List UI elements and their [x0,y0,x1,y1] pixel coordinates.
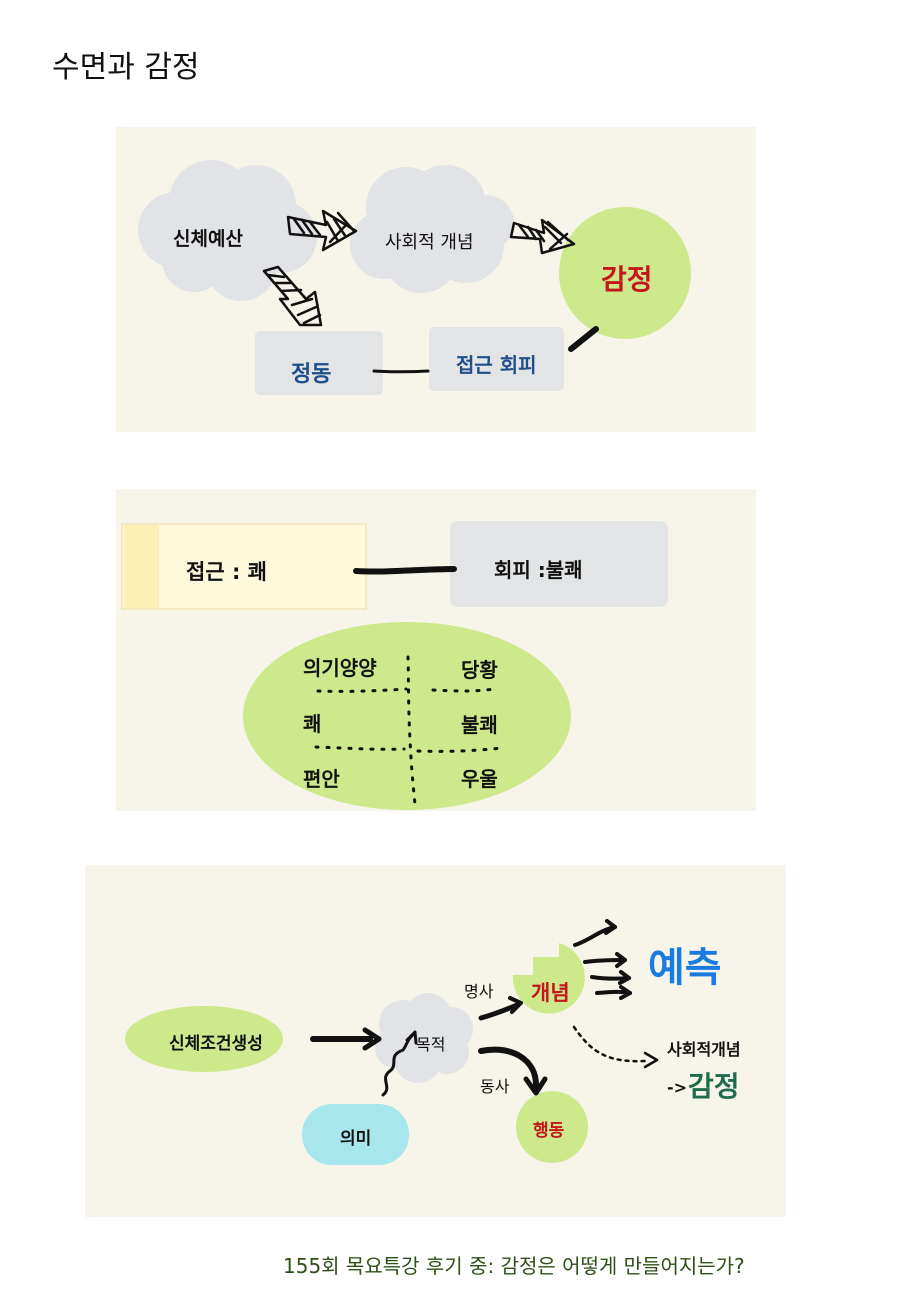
box-avoid [450,521,668,607]
label-arrow-text: -> [667,1078,688,1097]
cloud-purpose [375,993,473,1083]
pill-meaning [302,1104,409,1165]
circle-emotion [559,207,691,339]
cloud-social-concept [350,165,514,293]
ellipse-body-condition [125,1006,283,1072]
label-purpose: 목적 [416,1035,446,1054]
arrow-body-to-affect [262,265,323,327]
label-social-concept-3: 사회적개념 [667,1040,741,1059]
label-elated: 의기양양 [303,656,377,680]
label-pleasant: 쾌 [303,712,322,736]
label-meaning: 의미 [340,1129,372,1149]
label-affect: 정동 [291,362,332,387]
diagram-affect-grid-graphics [121,521,668,810]
box-approach-stripe [124,525,159,608]
grid-lines [314,655,504,806]
label-approach-avoid: 접근 회피 [456,353,537,377]
arrow-purpose-to-action [478,1046,540,1090]
diagram-prediction-flow: 신체조건생성 목적 의미 명사 동사 개념 행동 예측 사회적개념 -> 감정 [85,865,786,1217]
arrow-social-to-emotion [509,218,576,255]
label-verb: 동사 [480,1077,510,1096]
label-emotion-3: 감정 [688,1070,740,1103]
diagram-prediction-flow-graphics [125,919,659,1165]
label-action: 행동 [533,1121,565,1141]
box-approach [121,523,367,610]
page-title: 수면과 감정 [52,50,200,85]
line-affect-to-approach [372,369,430,374]
label-body-condition: 신체조건생성 [169,1034,263,1054]
label-embarrassed: 당황 [461,658,498,682]
label-concept: 개념 [531,981,570,1005]
footer-caption: 155회 목요특강 후기 중: 감정은 어떻게 만들어지는가? [283,1254,745,1278]
arrow-purpose-to-concept [478,1002,520,1021]
box-approach-avoid [429,327,564,391]
label-avoid: 회피 :불쾌 [494,558,583,582]
ellipse-affect-grid [243,622,571,810]
diagram-emotion-flow-graphics [138,160,691,395]
arrow-meaning-to-purpose [381,1031,417,1097]
arrow-concept-to-social [572,1025,647,1063]
diagram-affect-grid: 접근 : 쾌 회피 :불쾌 의기양양 당황 쾌 불쾌 편안 우울 [116,489,756,811]
circle-action [516,1091,588,1163]
label-noun: 명사 [464,982,494,1001]
label-prediction: 예측 [648,945,722,991]
label-comfortable: 편안 [303,767,340,791]
cloud-body-budget [138,160,317,301]
diagram-emotion-flow: 신체예산 사회적 개념 감정 정동 접근 회피 [116,127,756,432]
line-approach-avoid [353,566,457,575]
circle-concept [512,943,585,1014]
box-affect [255,331,383,395]
label-body-budget: 신체예산 [173,228,243,250]
label-emotion: 감정 [601,263,653,296]
label-depressed: 우울 [461,767,498,791]
arrows-concept-to-prediction [573,919,632,1000]
label-approach: 접근 : 쾌 [186,560,267,584]
arrow-body-to-social [286,209,358,252]
label-unpleasant: 불쾌 [461,713,498,737]
line-approach-to-emotion [568,326,599,352]
label-social-concept: 사회적 개념 [385,232,474,253]
